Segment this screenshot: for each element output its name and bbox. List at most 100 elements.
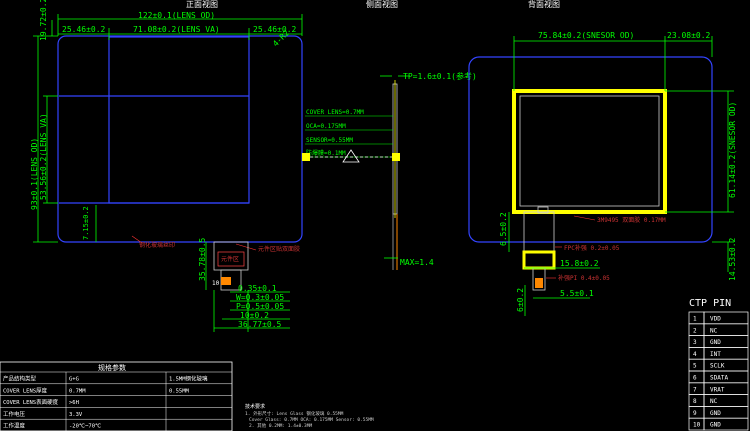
back-fpc-note: FPC补强 0.2±0.05: [564, 244, 620, 252]
pin-number: 8: [693, 398, 697, 405]
front-fpc: 元件区 10: [212, 241, 249, 291]
front-p-label: P=0.5±0.05: [236, 302, 284, 311]
front-pitch-label: 0.35±0.1: [238, 284, 277, 293]
spec-cell: 工作电压: [3, 410, 26, 418]
front-view-title: 正面视图: [186, 0, 218, 9]
front-right-margin-label: 25.46±0.2: [253, 25, 297, 34]
front-height-od-label: 93±0.1(LENS OD): [30, 138, 39, 210]
pin-name-cell: [703, 417, 749, 431]
back-width-label: 15.8±0.2: [560, 259, 599, 268]
side-view: TP=1.6±0.1(参考) COVER LENS=0.7MM OCA=0.17…: [302, 71, 477, 270]
pin-name: GND: [710, 410, 721, 417]
front-w-label: W=0.3±0.05: [236, 293, 284, 302]
side-max-label: MAX=1.4: [400, 258, 434, 267]
front-lens-od-label: 122±0.1(LENS OD): [138, 11, 215, 20]
back-tail-h-label: 6±0.2: [516, 288, 525, 312]
pin-number: 3: [693, 339, 697, 346]
side-tp-label: TP=1.6±0.1(参考): [403, 71, 477, 81]
pin-name: GND: [710, 339, 721, 346]
back-right-dims: [665, 90, 734, 272]
front-top-dims: [57, 14, 303, 40]
notes-title: 技术要求: [245, 403, 265, 410]
back-ic-leader: [573, 215, 596, 221]
back-fpc-len-label: 6.5±0.2: [499, 212, 508, 246]
pin-name: INT: [710, 351, 721, 358]
spec-cell: 1.5MM钢化玻璃: [169, 375, 208, 383]
spec-cell: -20℃~70℃: [69, 424, 102, 430]
back-stiff-note: 补强PI 0.4±0.05: [558, 274, 610, 282]
pin-number: 4: [693, 351, 697, 358]
notes-line-3: 2. 其他 0.2MM: 1.4±0.3MM: [249, 422, 312, 429]
back-sensor-tape: [512, 89, 667, 214]
back-bottom-label: 14.53±0.2: [728, 237, 737, 281]
pin-name: SDATA: [710, 375, 728, 382]
back-fpc-contact: [535, 278, 543, 288]
back-view: 75.84±0.2(SNESOR OD) 23.08±0.2 61.14±0.2…: [468, 31, 737, 316]
back-fpc-connector: [537, 206, 549, 214]
spec-cell: COVER LENS厚度: [3, 386, 48, 394]
pin-name: NC: [710, 327, 718, 334]
pin-number: 7: [693, 386, 697, 393]
side-sensor-label: SENSOR=0.55MM: [306, 137, 353, 144]
front-top-margin-label: 19.72±0.2: [39, 0, 48, 41]
pin-number: 9: [693, 410, 697, 417]
spec-cell: 3.3V: [69, 412, 83, 418]
front-fpc-bottom-dims: [213, 290, 290, 332]
front-fpc-width1-label: 10±0.2: [240, 311, 269, 320]
pin-number: 5: [693, 363, 697, 370]
pin-name: NC: [710, 398, 718, 405]
front-va-width-label: 71.08±0.2(LENS VA): [133, 25, 220, 34]
front-view: 122±0.1(LENS OD) 25.46±0.2 71.08±0.2(LEN…: [30, 0, 303, 332]
spec-cell: >6H: [69, 400, 79, 406]
front-fpc-component-label: 元件区: [221, 255, 239, 263]
pin-name: GND: [710, 422, 721, 429]
side-marker-right: [392, 153, 400, 161]
back-sensor-area: [519, 95, 660, 207]
back-top-dims: [513, 36, 713, 91]
spec-cell: COVER LENS表面硬度: [3, 398, 59, 406]
pin-name: SCLK: [710, 363, 725, 370]
spec-cell: G+G: [69, 377, 79, 383]
back-ic-label: 3M9495 双面胶 0.17MM: [597, 216, 666, 224]
side-view-title: 侧面视图: [366, 0, 398, 9]
spec-cell: 产品结构类型: [3, 375, 37, 383]
back-view-title: 背面视图: [528, 0, 560, 9]
side-section-arrow: [342, 149, 360, 163]
front-glass-note: 钢化玻璃丝印: [139, 241, 175, 249]
pin-name: VDD: [710, 316, 721, 323]
back-fpc: [523, 211, 555, 253]
front-glass-leader: [131, 235, 143, 244]
pin-name: VRAT: [710, 386, 725, 393]
front-lens-outline: [57, 35, 303, 243]
front-left-dims: [33, 20, 97, 243]
front-fpc-len-label: 35.78±0.5: [198, 237, 207, 281]
side-tape-label: 防爆膜=0.1MM: [306, 149, 346, 157]
front-fpc-width2-label: 36.77±0.5: [238, 320, 282, 329]
notes-line-2: Cover Glass: 0.7MM OCA: 0.175MM Sensor: …: [249, 417, 374, 423]
back-right-margin-label: 23.08±0.2: [667, 31, 711, 40]
back-sensor-od-label: 75.84±0.2(SNESOR OD): [538, 31, 634, 40]
side-leaders: [305, 115, 393, 158]
side-cover-label: COVER LENS=0.7MM: [306, 109, 364, 116]
front-pin-count: 10: [212, 280, 220, 287]
pin-number: 10: [693, 422, 701, 429]
back-stiffener: [522, 250, 556, 270]
notes-line-1: 1. 外形尺寸: Lens Glass 钢化玻璃 0.55MM: [245, 410, 344, 417]
tech-notes: 技术要求 1. 外形尺寸: Lens Glass 钢化玻璃 0.55MM Cov…: [245, 403, 374, 429]
spec-title: 规格参数: [98, 363, 126, 372]
spec-cell: 0.55MM: [169, 388, 190, 394]
pin-number: 6: [693, 375, 697, 382]
pin-number: 2: [693, 327, 697, 334]
front-lens-va: [108, 36, 250, 204]
back-tail-w-label: 5.5±0.1: [560, 289, 594, 298]
front-height-va-label: 53.56±0.2(LENS VA): [39, 113, 48, 200]
side-marker-left: [302, 153, 310, 161]
back-lens-outline: [468, 56, 713, 243]
front-left-margin-label: 25.46±0.2: [62, 25, 106, 34]
front-fpc-note: 元件区贴双面胶: [258, 245, 300, 253]
